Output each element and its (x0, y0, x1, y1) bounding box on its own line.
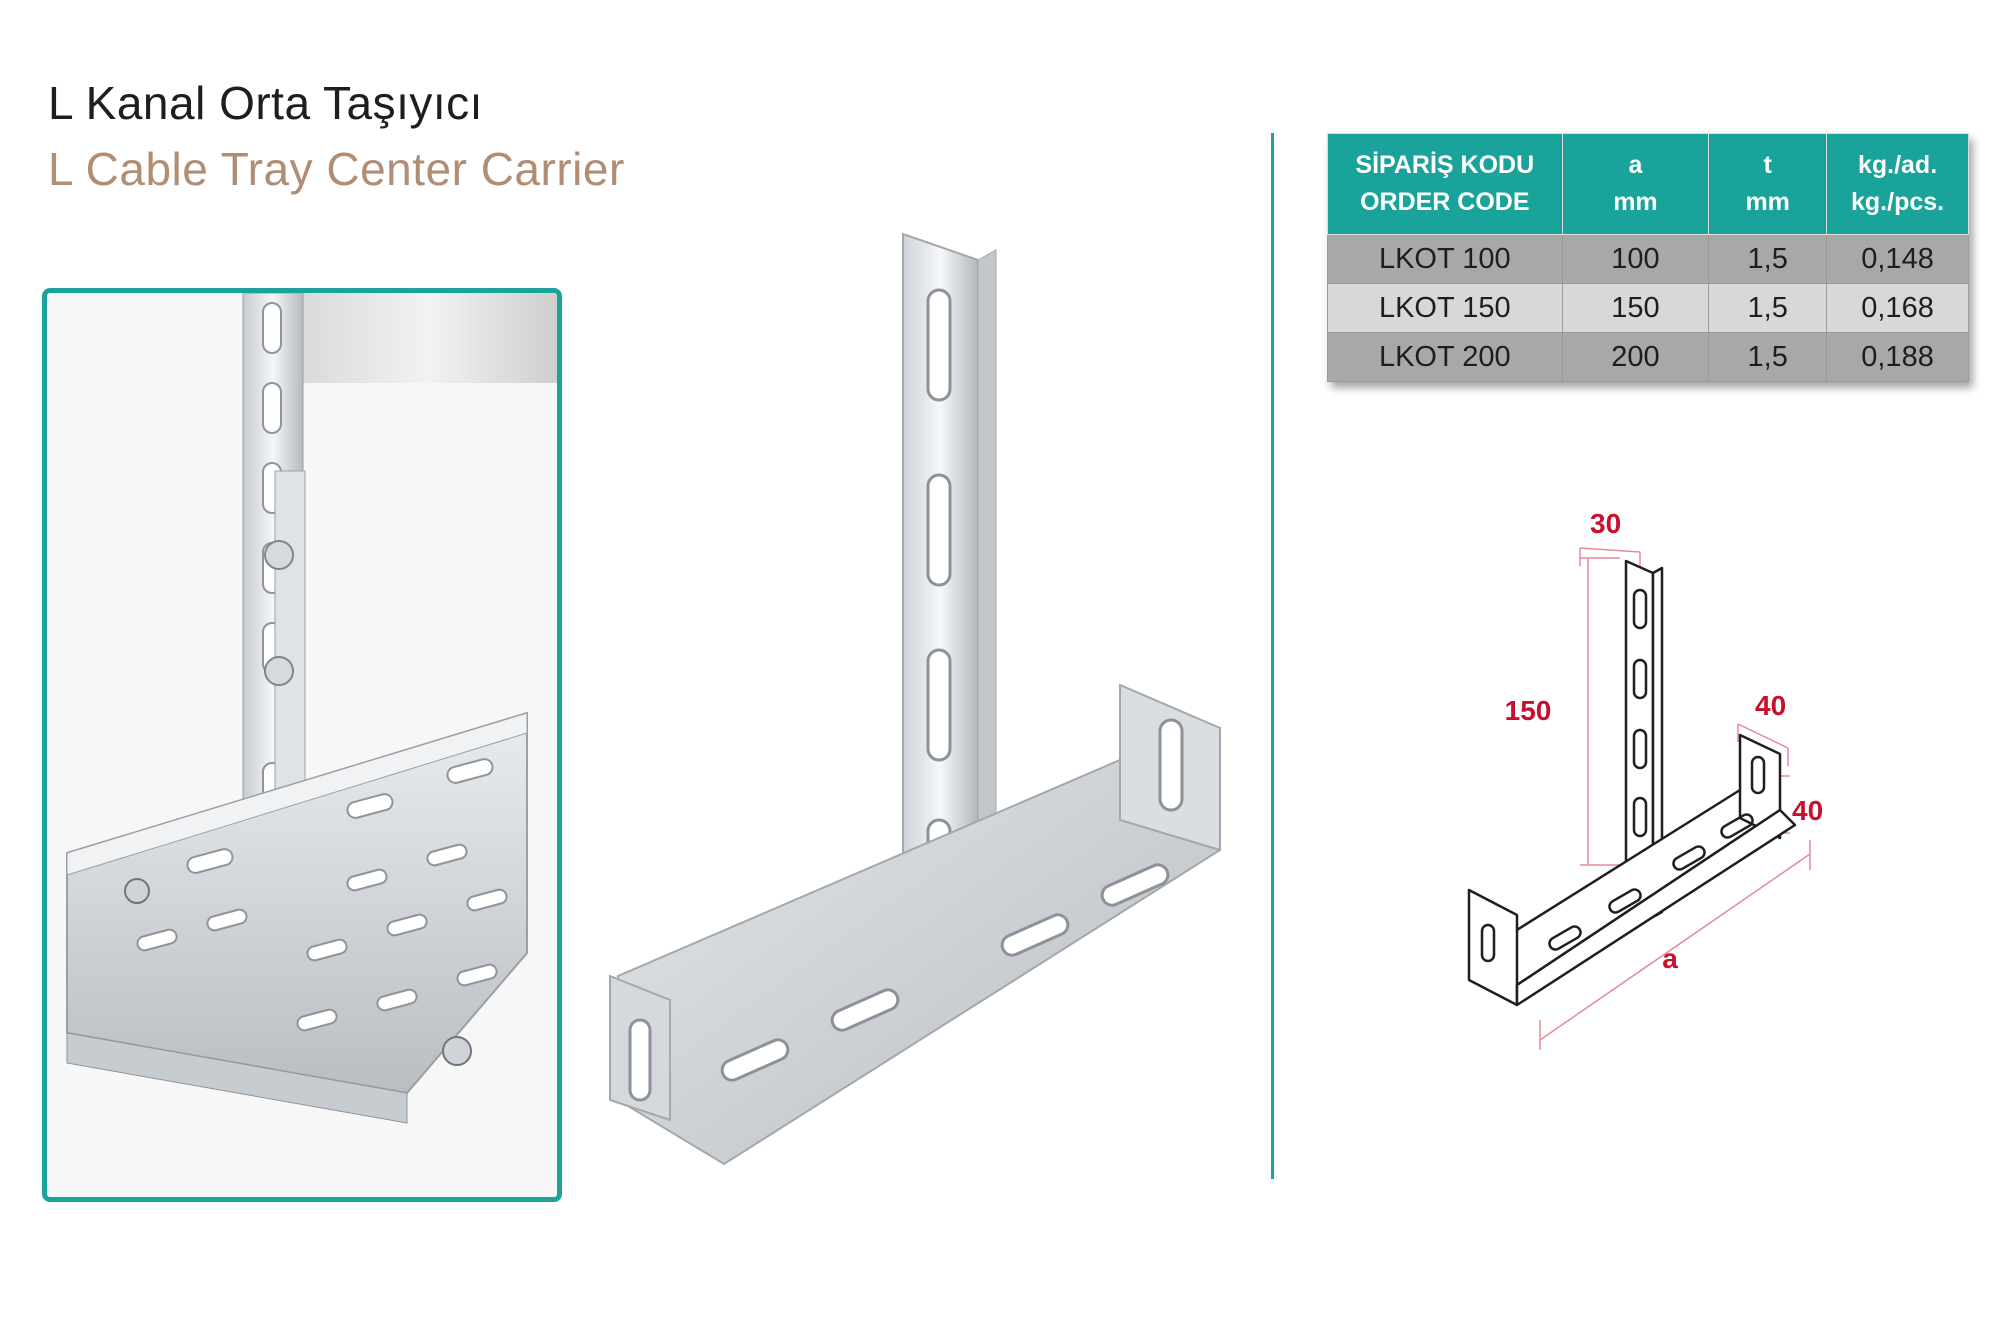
cell-weight: 0,148 (1826, 234, 1969, 284)
dim-height: 150 (1505, 695, 1552, 726)
dim-top-width: 30 (1590, 508, 1621, 539)
table-row: LKOT 150 150 1,5 0,168 (1327, 283, 1969, 333)
cell-code: LKOT 200 (1327, 332, 1563, 382)
cell-t: 1,5 (1708, 234, 1828, 284)
cell-a: 150 (1561, 283, 1710, 333)
cell-code: LKOT 100 (1327, 234, 1563, 284)
cell-t: 1,5 (1708, 332, 1828, 382)
title-turkish: L Kanal Orta Taşıyıcı (48, 77, 483, 129)
installation-photo (42, 288, 562, 1202)
table-row: LKOT 200 200 1,5 0,188 (1327, 332, 1969, 382)
dim-flange-width: 40 (1755, 690, 1786, 721)
cell-t: 1,5 (1708, 283, 1828, 333)
dim-flange-height: 40 (1792, 795, 1823, 826)
section-divider (1271, 133, 1274, 1179)
header-weight: kg./ad.kg./pcs. (1826, 133, 1969, 235)
cell-weight: 0,168 (1826, 283, 1969, 333)
cell-weight: 0,188 (1826, 332, 1969, 382)
product-image (600, 220, 1240, 1180)
title-english: L Cable Tray Center Carrier (48, 143, 625, 195)
technical-drawing: 30 150 40 40 a (1440, 480, 1880, 1080)
cell-a: 200 (1561, 332, 1710, 382)
cell-code: LKOT 150 (1327, 283, 1563, 333)
dim-length: a (1662, 943, 1678, 974)
table-row: LKOT 100 100 1,5 0,148 (1327, 234, 1969, 284)
cell-a: 100 (1561, 234, 1710, 284)
